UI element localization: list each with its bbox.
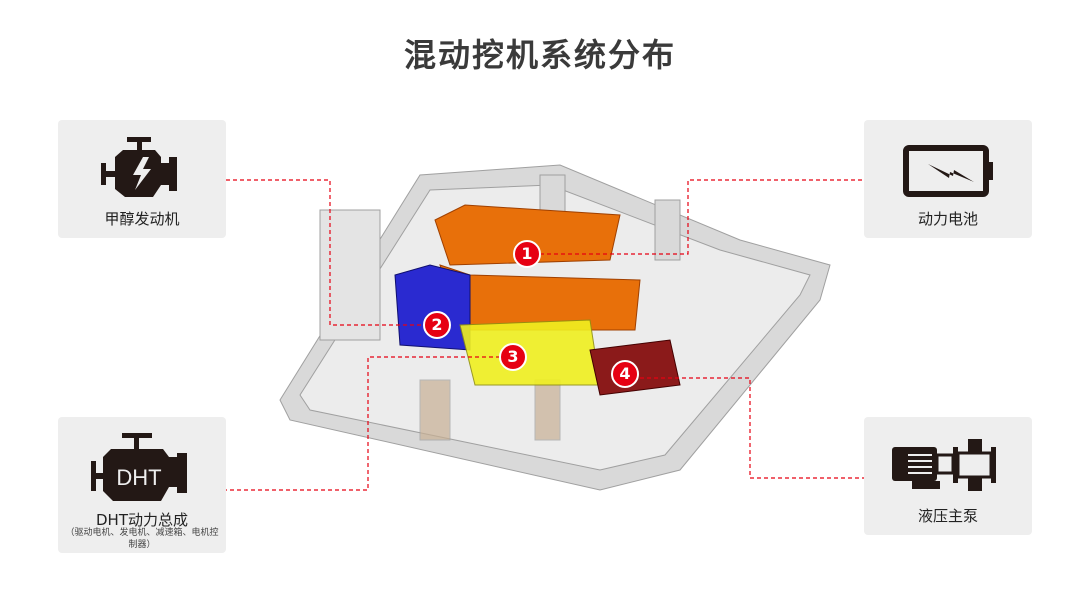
leader-lines <box>226 179 864 491</box>
battery-icon <box>864 130 1032 210</box>
hydraulic-pump-icon <box>864 427 1032 507</box>
card-sublabel: （驱动电机、发电机、减速箱、电机控制器） <box>65 528 219 550</box>
battery-pack <box>434 204 641 331</box>
card-power-battery[interactable]: 动力电池 <box>864 120 1032 238</box>
gearbox <box>459 319 601 386</box>
marker-3[interactable]: 3 <box>499 343 527 371</box>
marker-4[interactable]: 4 <box>611 360 639 388</box>
marker-1[interactable]: 1 <box>513 240 541 268</box>
marker-2[interactable]: 2 <box>423 311 451 339</box>
svg-text:DHT: DHT <box>116 465 161 490</box>
page-title: 混动挖机系统分布 <box>403 36 676 74</box>
card-methanol-engine[interactable]: 甲醇发动机 <box>58 120 226 238</box>
dht-motor <box>394 264 471 351</box>
card-label: DHT动力总成 <box>96 511 188 529</box>
card-label: 甲醇发动机 <box>104 210 180 228</box>
card-hydraulic-pump[interactable]: 液压主泵 <box>864 417 1032 535</box>
dht-engine-icon: DHT <box>58 427 226 511</box>
card-label: 液压主泵 <box>917 507 978 525</box>
card-label: 动力电池 <box>917 210 978 228</box>
card-dht-powertrain[interactable]: DHT DHT动力总成 （驱动电机、发电机、减速箱、电机控制器） <box>58 417 226 553</box>
engine-icon <box>58 130 226 210</box>
